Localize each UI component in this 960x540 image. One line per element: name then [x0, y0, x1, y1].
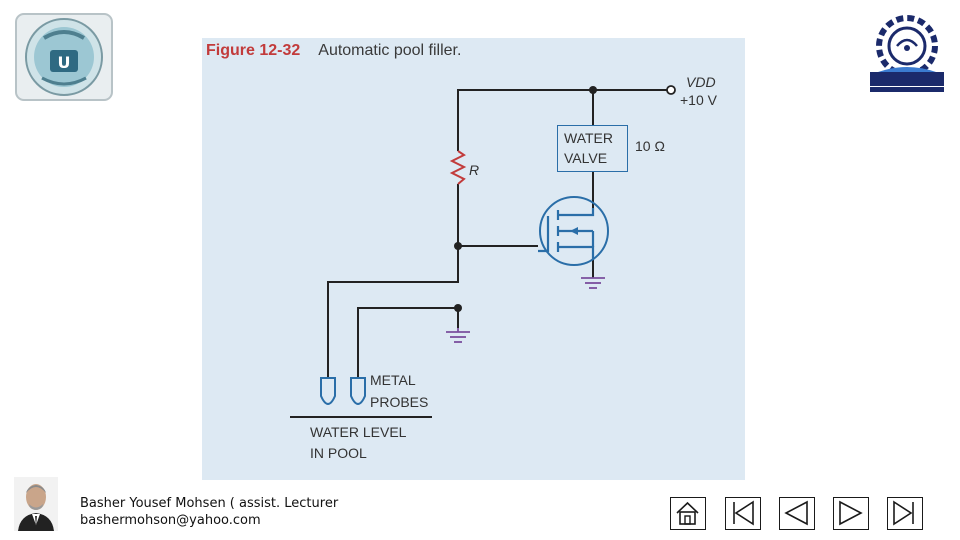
probe-1-wire: [327, 246, 459, 378]
resistor-label: R: [469, 162, 480, 178]
junction-dot: [589, 86, 597, 94]
university-logo: U: [14, 12, 114, 102]
triangle-left-icon: [784, 500, 808, 526]
water-level-label-line1: WATER LEVEL: [310, 424, 407, 440]
valve-resistance-label: 10 Ω: [635, 138, 665, 154]
vdd-terminal: [666, 85, 676, 95]
mosfet-symbol: [535, 196, 609, 266]
home-button[interactable]: [670, 497, 706, 530]
water-level-label-line2: IN POOL: [310, 445, 367, 461]
figure-title: Figure 12-32 Automatic pool filler.: [206, 42, 461, 60]
last-slide-button[interactable]: [887, 497, 923, 530]
svg-text:U: U: [58, 53, 71, 72]
junction-dot: [454, 304, 462, 312]
triangle-right-icon: [839, 500, 863, 526]
ground-symbol-valve: [581, 277, 605, 289]
first-slide-button[interactable]: [725, 497, 761, 530]
skip-back-icon: [733, 500, 754, 526]
metal-probe-2: [350, 377, 366, 405]
metal-probes-label-line1: METAL: [370, 372, 416, 388]
vdd-rail-wire: [457, 89, 667, 151]
author-avatar: [14, 477, 58, 531]
skip-forward-icon: [893, 500, 914, 526]
college-logo: [864, 10, 950, 96]
previous-slide-button[interactable]: [779, 497, 815, 530]
water-valve-box: WATER VALVE: [557, 125, 628, 172]
circuit-diagram: [290, 85, 676, 418]
junction-dot: [454, 242, 462, 250]
vdd-value-label: +10 V: [680, 92, 717, 108]
author-email: bashermohson@yahoo.com: [80, 513, 261, 528]
metal-probes-label-line2: PROBES: [370, 394, 429, 410]
figure-panel: Figure 12-32 Automatic pool filler. VDD +…: [202, 38, 745, 480]
author-credit: Basher Yousef Mohsen ( assist. Lecturer …: [80, 495, 338, 529]
water-valve-label-line1: WATER: [564, 130, 613, 146]
resistor-symbol: [449, 150, 467, 185]
figure-number: Figure 12-32: [206, 42, 301, 59]
metal-probe-1: [320, 377, 336, 405]
home-icon: [676, 501, 699, 525]
author-name: Basher Yousef Mohsen ( assist. Lecturer: [80, 496, 339, 511]
figure-caption: Automatic pool filler.: [318, 42, 462, 59]
next-slide-button[interactable]: [833, 497, 869, 530]
water-valve-label-line2: VALVE: [564, 150, 608, 166]
vdd-label: VDD: [686, 74, 716, 90]
ground-symbol-probe: [446, 328, 470, 343]
probe-2-wire: [357, 307, 459, 378]
